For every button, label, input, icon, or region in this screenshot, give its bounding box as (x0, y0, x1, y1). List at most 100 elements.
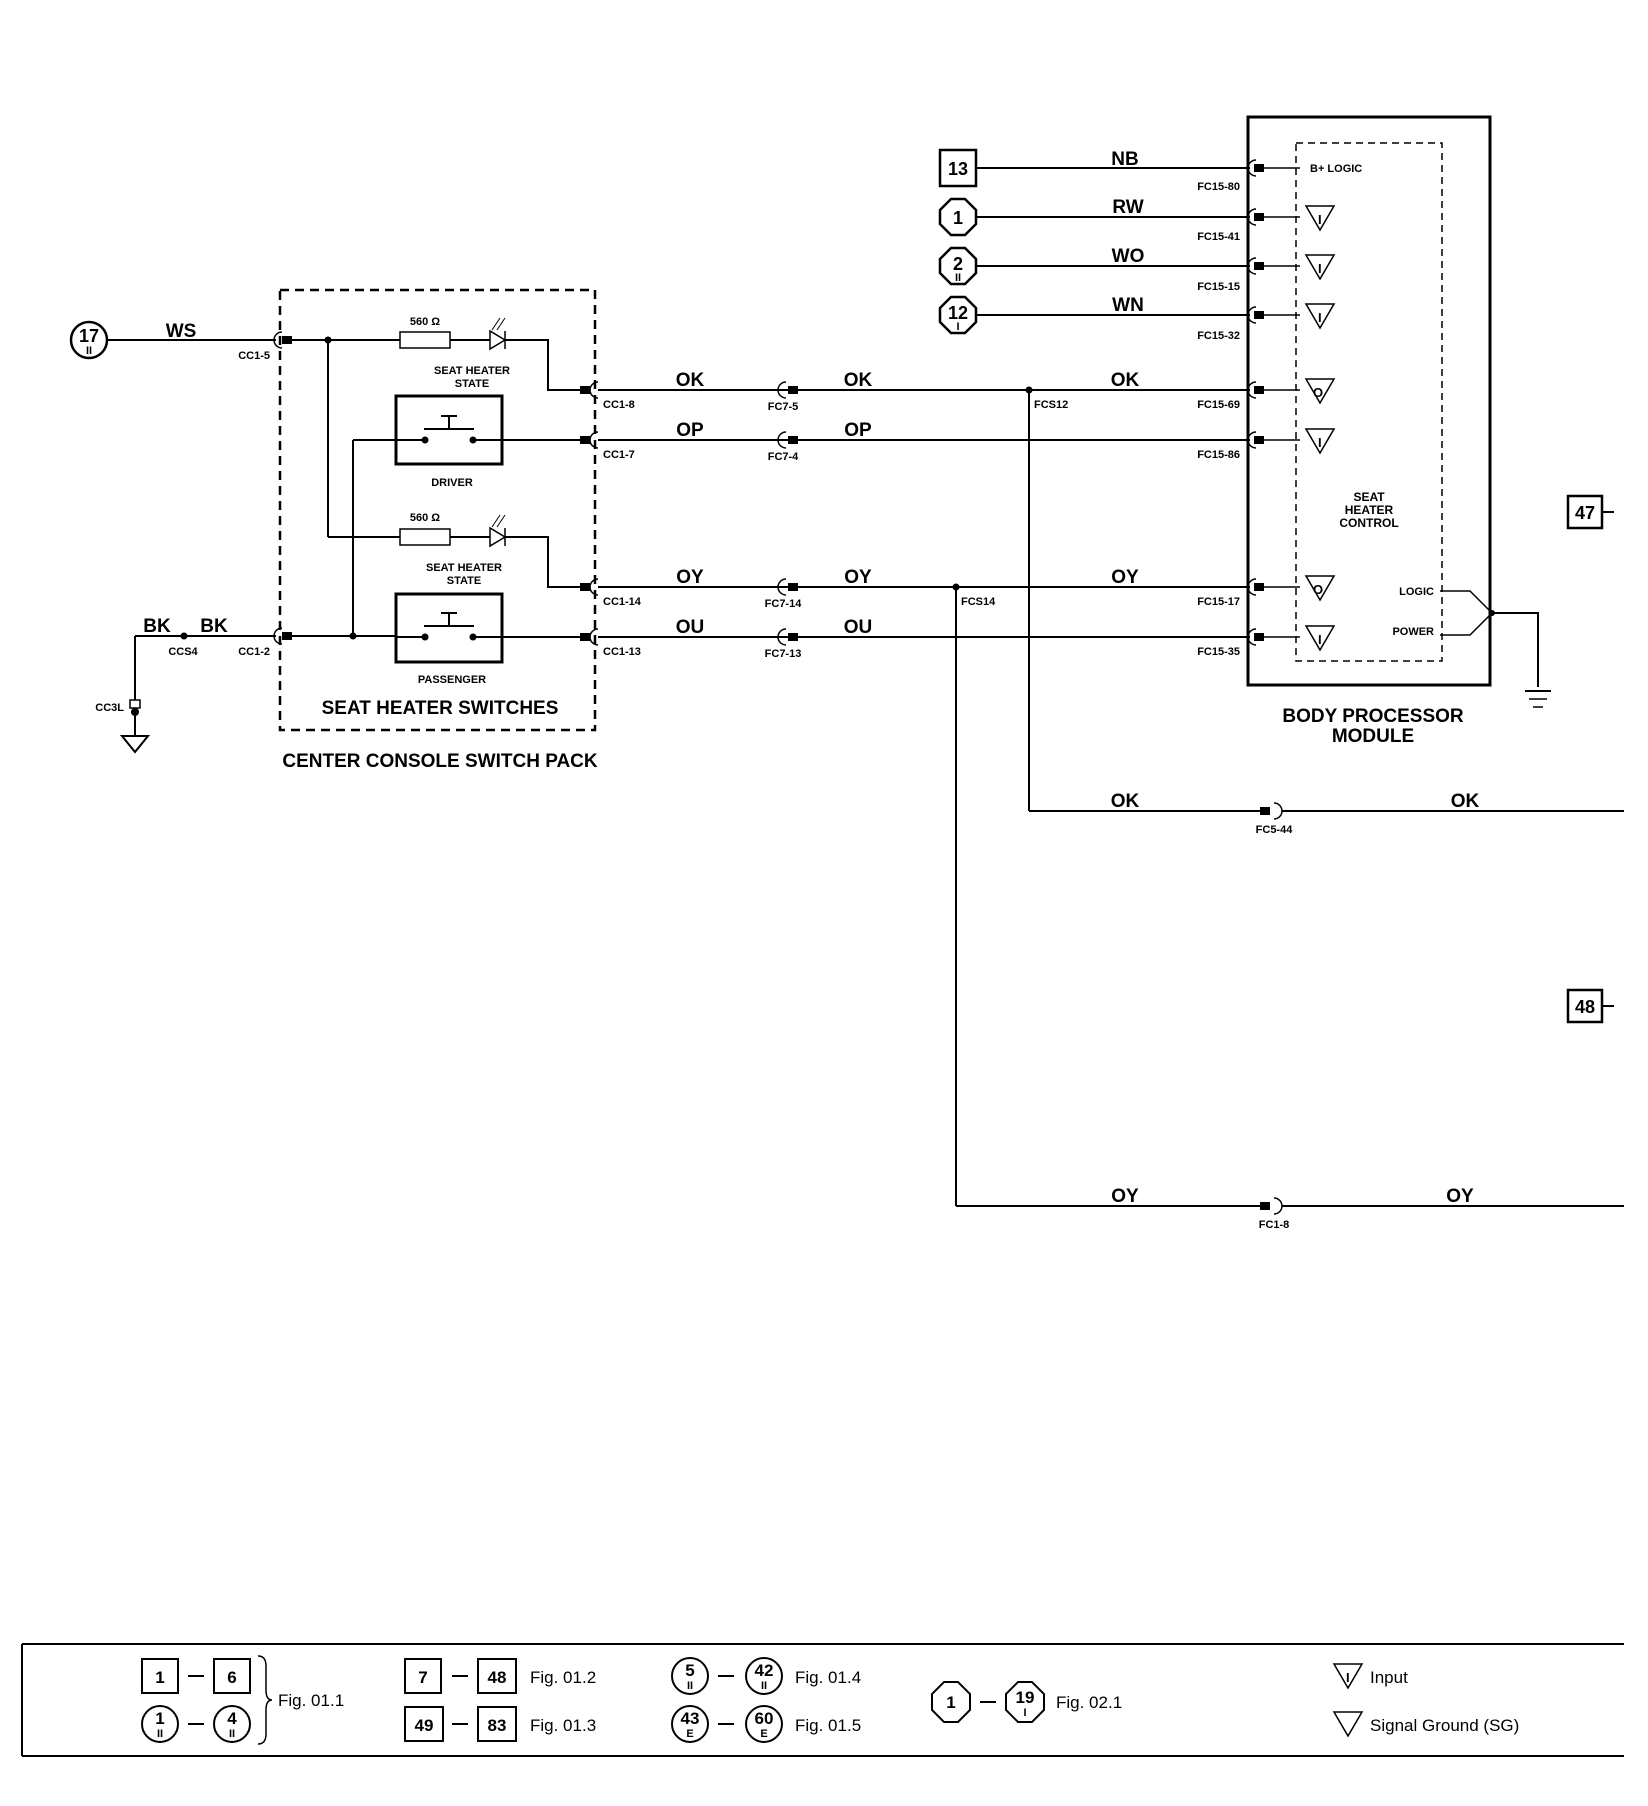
seat-heater-state-label-1a: SEAT HEATER (434, 365, 510, 377)
passenger-switch (394, 592, 504, 664)
svg-text:I: I (1318, 632, 1322, 647)
svg-text:12: 12 (948, 303, 968, 323)
svg-text:43: 43 (681, 1709, 700, 1728)
seat-heater-control-label-2: HEATER (1345, 503, 1394, 517)
svg-text:1: 1 (155, 1709, 164, 1728)
svg-text:I: I (1023, 1707, 1026, 1719)
connector-fc7-5: FC7-5 (768, 401, 799, 413)
seat-heater-switches-title: SEAT HEATER SWITCHES (322, 698, 559, 719)
wire-label-oy-2: OY (844, 567, 872, 588)
splice-ccs4: CCS4 (168, 646, 198, 658)
connector-fc15-41: FC15-41 (1197, 231, 1240, 243)
wire-label-op-1: OP (676, 420, 704, 441)
wire-label-ok-2: OK (844, 370, 873, 391)
seat-heater-state-label-2b: STATE (447, 575, 481, 587)
svg-text:I: I (1318, 435, 1322, 450)
wire-label-op-2: OP (844, 420, 872, 441)
svg-text:2: 2 (953, 254, 963, 274)
connector-cc1-8: CC1-8 (603, 399, 635, 411)
svg-text:O: O (1313, 385, 1323, 400)
input-triangle-icon: I I I I I (1304, 205, 1336, 652)
bpm-connector-pins (1247, 159, 1264, 646)
power-label: POWER (1392, 626, 1434, 638)
legend-group-6: 1 19 I Fig. 02.1 (931, 1681, 1122, 1723)
wire-label-bk-1: BK (143, 616, 171, 637)
resistor-560-2: 560 Ω (410, 512, 440, 524)
wire-label-wo: WO (1112, 246, 1145, 267)
connector-cc1-14: CC1-14 (603, 596, 642, 608)
seat-heater-control-label-3: CONTROL (1339, 516, 1398, 530)
connector-fc5-44: FC5-44 (1256, 824, 1294, 836)
input-ref-1: 1 (938, 197, 978, 237)
bpm-internal-wires (1264, 167, 1300, 638)
svg-text:1: 1 (953, 208, 963, 228)
wire-label-ws: WS (166, 321, 197, 342)
logic-label: LOGIC (1399, 586, 1434, 598)
connector-fc1-8: FC1-8 (1259, 1219, 1290, 1231)
svg-text:6: 6 (227, 1668, 236, 1687)
input-ref-12: 12 I (938, 295, 978, 335)
svg-text:4: 4 (227, 1709, 237, 1728)
svg-text:Fig. 01.2: Fig. 01.2 (530, 1668, 596, 1687)
legend-input: I Input (1332, 1663, 1408, 1690)
connector-fc7-13: FC7-13 (765, 648, 802, 660)
connector-fc7-pins (777, 381, 798, 646)
connector-fc15-15: FC15-15 (1197, 281, 1240, 293)
connector-cc1-pins (580, 381, 599, 646)
svg-text:II: II (761, 1680, 767, 1692)
svg-text:7: 7 (418, 1668, 427, 1687)
connector-cc1-5: CC1-5 (238, 350, 270, 362)
svg-text:II: II (86, 345, 92, 357)
connector-fc15-69: FC15-69 (1197, 399, 1240, 411)
led-icon (489, 317, 507, 351)
output-triangle-icon: O O (1304, 378, 1336, 602)
svg-text:19: 19 (1016, 1688, 1035, 1707)
svg-text:Signal Ground (SG): Signal Ground (SG) (1370, 1716, 1519, 1735)
svg-text:II: II (229, 1728, 235, 1740)
svg-text:83: 83 (488, 1716, 507, 1735)
input-ref-13: 13 (938, 148, 978, 188)
ref-48: 48 (1566, 988, 1614, 1024)
wire-label-ok-3: OK (1111, 370, 1140, 391)
input-ref-2: 2 II (938, 246, 978, 286)
wire-label-oy-1: OY (676, 567, 704, 588)
input-ref-17: 17 II (69, 320, 109, 360)
svg-text:Fig. 01.1: Fig. 01.1 (278, 1691, 344, 1710)
svg-text:1: 1 (946, 1693, 955, 1712)
svg-text:48: 48 (1575, 997, 1595, 1017)
input-triangle-icon (1332, 1663, 1364, 1690)
bpm-label-b-logic: B+ LOGIC (1310, 163, 1362, 175)
svg-text:Fig. 01.5: Fig. 01.5 (795, 1716, 861, 1735)
svg-text:E: E (686, 1728, 693, 1740)
connector-fc15-80: FC15-80 (1197, 181, 1240, 193)
bpm-title-2: MODULE (1332, 726, 1414, 747)
connector-cc1-2: CC1-2 (238, 646, 270, 658)
center-console-switch-pack-title: CENTER CONSOLE SWITCH PACK (282, 751, 598, 772)
svg-text:O: O (1313, 582, 1323, 597)
svg-text:Fig. 01.3: Fig. 01.3 (530, 1716, 596, 1735)
legend-group-3: 49 83 Fig. 01.3 (404, 1706, 596, 1742)
svg-text:II: II (687, 1680, 693, 1692)
connector-fc15-35: FC15-35 (1197, 646, 1240, 658)
connector-fc15-17: FC15-17 (1197, 596, 1240, 608)
connector-fc15-86: FC15-86 (1197, 449, 1240, 461)
svg-text:1: 1 (155, 1668, 164, 1687)
wire-label-oy-branch-out: OY (1446, 1186, 1474, 1207)
resistor-560-1: 560 Ω (410, 316, 440, 328)
wire-label-bk-2: BK (200, 616, 228, 637)
svg-text:I: I (1318, 261, 1322, 276)
svg-text:49: 49 (415, 1716, 434, 1735)
svg-text:17: 17 (79, 326, 99, 346)
svg-text:5: 5 (685, 1661, 694, 1680)
svg-text:13: 13 (948, 159, 968, 179)
wire-label-ou-1: OU (676, 617, 705, 638)
splice-fcs14: FCS14 (961, 596, 996, 608)
driver-label: DRIVER (431, 477, 473, 489)
wire-label-ok-branch-out: OK (1451, 791, 1480, 812)
wire-label-ok-1: OK (676, 370, 705, 391)
svg-text:Fig. 02.1: Fig. 02.1 (1056, 1693, 1122, 1712)
wire-label-ou-2: OU (844, 617, 873, 638)
svg-text:48: 48 (488, 1668, 507, 1687)
body-processor-module (1246, 115, 1492, 687)
svg-text:E: E (760, 1728, 767, 1740)
